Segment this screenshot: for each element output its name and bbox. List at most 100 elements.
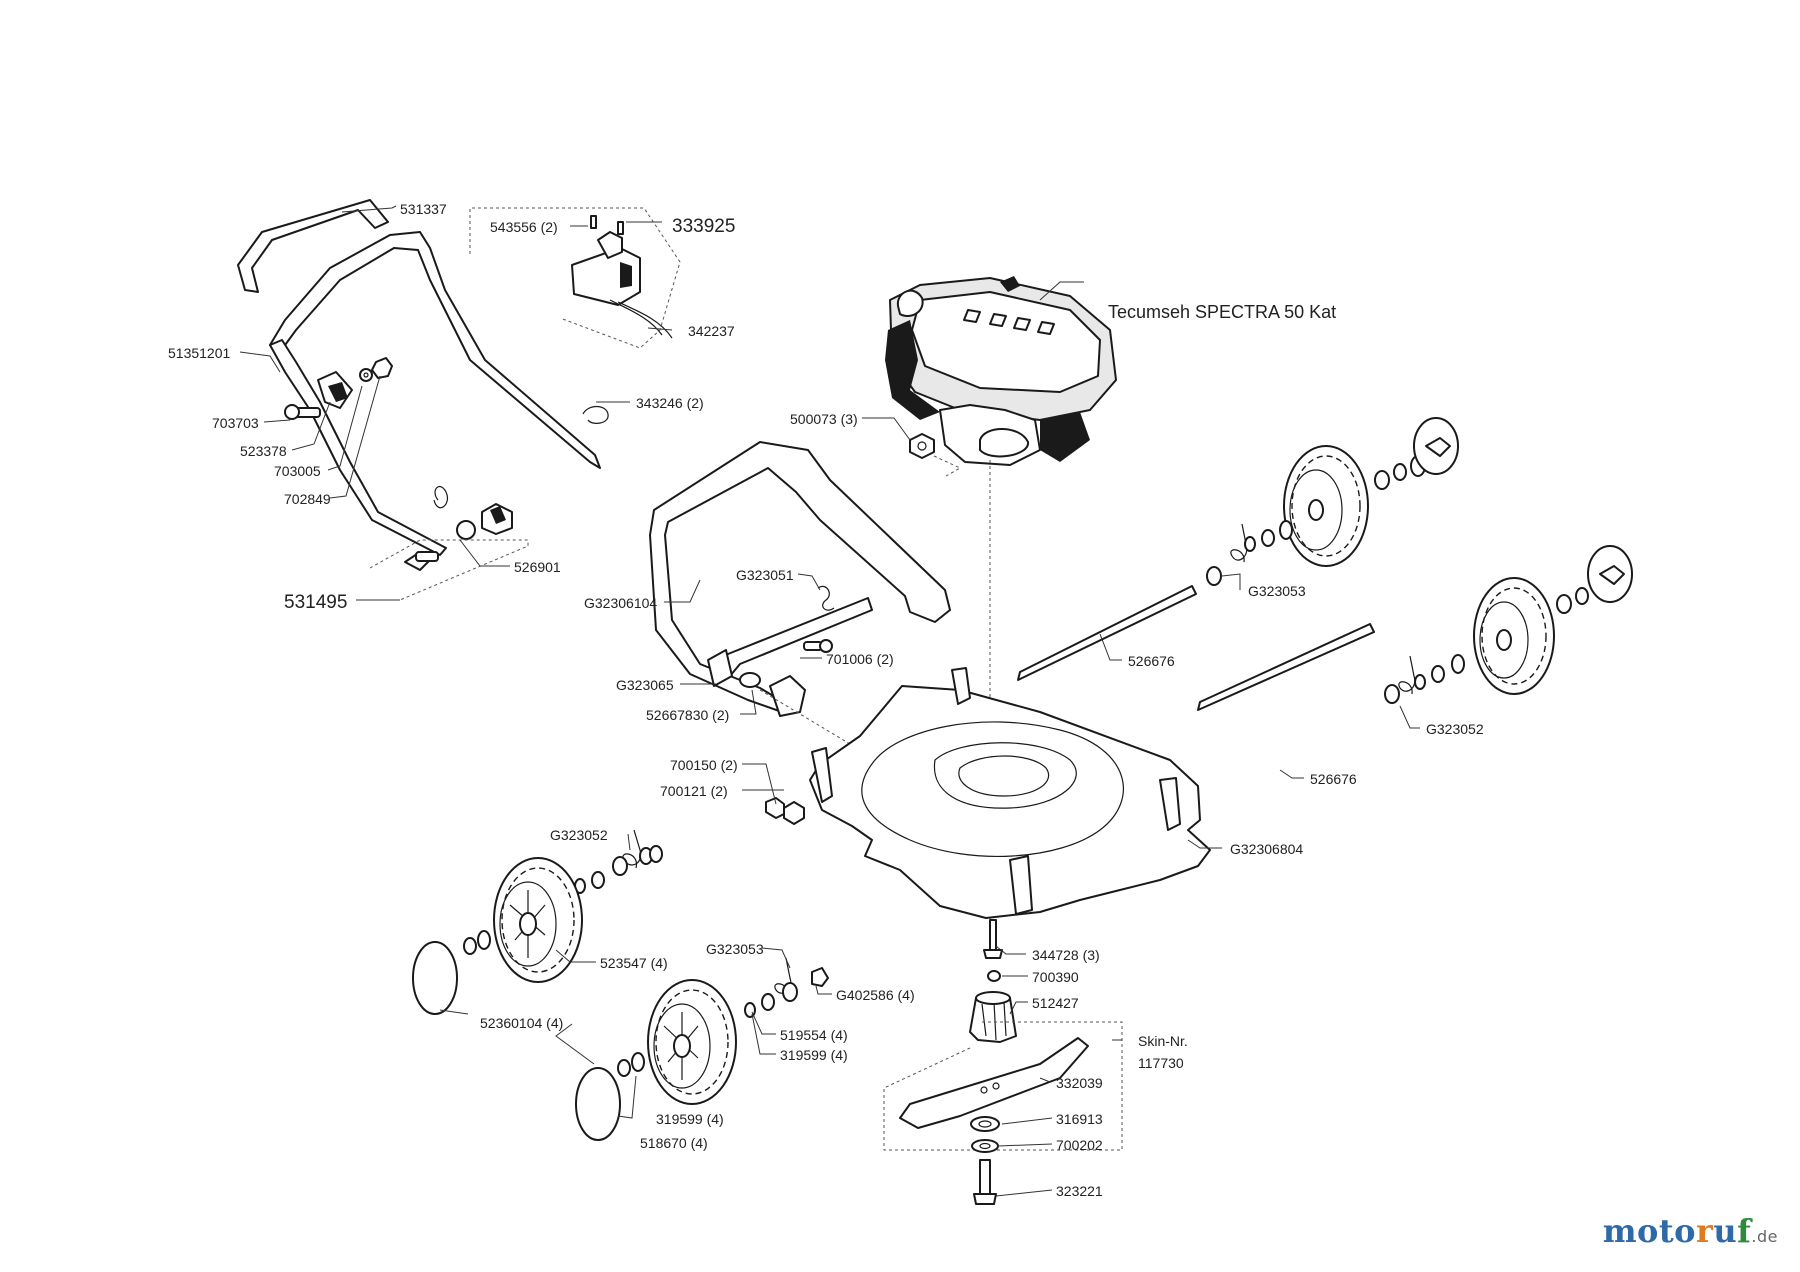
- label-518670: 518670 (4): [640, 1135, 708, 1151]
- throttle-lever-333925: [571, 231, 673, 339]
- label-G323053-right: G323053: [1248, 583, 1306, 599]
- label-543556: 543556 (2): [490, 219, 558, 235]
- label-52360104: 52360104 (4): [480, 1015, 563, 1031]
- washer-703005: [359, 368, 373, 382]
- label-344728: 344728 (3): [1032, 947, 1100, 963]
- label-519554: 519554 (4): [780, 1027, 848, 1043]
- front-hubcap-lower: [575, 1067, 621, 1141]
- handle-bolt-703703: [284, 404, 321, 420]
- part-labels: Tecumseh SPECTRA 50 Kat 531337 543556 (2…: [168, 201, 1484, 1199]
- spring-G323052-left: [612, 829, 642, 876]
- label-G32306104: G32306104: [584, 595, 657, 611]
- label-702849: 702849: [284, 491, 331, 507]
- label-526901: 526901: [514, 559, 561, 575]
- spring-G323051: [817, 585, 835, 611]
- spring-G323052-right: [1384, 655, 1416, 704]
- rear-washers-lower: [1414, 587, 1589, 690]
- blade-washer-316913: [970, 1116, 1000, 1132]
- skin-group-box: [883, 1021, 1123, 1151]
- handle-clamp-523378: [317, 371, 353, 409]
- label-342237: 342237: [688, 323, 735, 339]
- label-523378: 523378: [240, 443, 287, 459]
- nut-500073: [909, 433, 935, 459]
- screw-543556: [590, 215, 624, 235]
- front-wheel-upper: [493, 857, 583, 983]
- label-skin-nr: Skin-Nr.: [1138, 1033, 1188, 1049]
- label-343246: 343246 (2): [636, 395, 704, 411]
- label-323221: 323221: [1056, 1183, 1103, 1199]
- control-bail-G32306104: [649, 441, 951, 717]
- rear-hubcap-lower: [1587, 545, 1633, 603]
- rear-wheel-upper: [1283, 445, 1369, 567]
- label-319599-upper: 319599 (4): [780, 1047, 848, 1063]
- mower-deck-G32306804: [809, 667, 1211, 919]
- front-washers-upper-outer: [463, 930, 491, 955]
- label-G323052-right: G323052: [1426, 721, 1484, 737]
- deck-bolt-344728: [983, 919, 1003, 959]
- axle-526676-lower: [1197, 623, 1375, 711]
- link-G323065: [707, 597, 873, 687]
- spring-G323053-left: [774, 957, 798, 1002]
- blade-bolt-323221: [973, 1159, 997, 1205]
- label-319599-lower: 319599 (4): [656, 1111, 724, 1127]
- label-700150: 700150 (2): [670, 757, 738, 773]
- label-512427: 512427: [1032, 995, 1079, 1011]
- blade-332039: [899, 1037, 1089, 1129]
- label-700202: 700202: [1056, 1137, 1103, 1153]
- nut-702849: [371, 357, 393, 379]
- logo-r: r: [1696, 1212, 1714, 1250]
- label-G32306804: G32306804: [1230, 841, 1303, 857]
- motoruf-logo: motoruf.de: [1603, 1212, 1778, 1250]
- nut-500073-axis: [933, 455, 962, 477]
- label-117730: 117730: [1138, 1055, 1184, 1071]
- logo-main: moto: [1602, 1212, 1697, 1250]
- label-700390: 700390: [1032, 969, 1079, 985]
- axle-526676-upper: [1017, 585, 1197, 681]
- label-526676-upper: 526676: [1128, 653, 1175, 669]
- label-332039: 332039: [1056, 1075, 1103, 1091]
- label-G402586: G402586 (4): [836, 987, 915, 1003]
- logo-tld: .de: [1751, 1227, 1778, 1246]
- label-316913: 316913: [1056, 1111, 1103, 1127]
- engine-label: Tecumseh SPECTRA 50 Kat: [1108, 302, 1336, 322]
- label-700121: 700121 (2): [660, 783, 728, 799]
- leader-lines: [239, 205, 1420, 1197]
- throttle-group-box: [469, 207, 681, 349]
- engine-tecumseh: [885, 276, 1117, 466]
- deck-nut-700150: [765, 797, 805, 825]
- rear-washers-upper: [1244, 455, 1426, 552]
- label-526676-lower: 526676: [1310, 771, 1357, 787]
- label-500073: 500073 (3): [790, 411, 858, 427]
- label-G323065: G323065: [616, 677, 674, 693]
- lower-handle-bar: [269, 339, 447, 556]
- label-703703: 703703: [212, 415, 259, 431]
- bushing-52667830: [739, 672, 761, 688]
- bail-mount-axis: [759, 689, 861, 751]
- washer-700390: [987, 970, 1001, 982]
- label-G323053-left: G323053: [706, 941, 764, 957]
- label-531337: 531337: [400, 201, 447, 217]
- label-G323052-left: G323052: [550, 827, 608, 843]
- label-51351201: 51351201: [168, 345, 231, 361]
- label-333925: 333925: [672, 216, 735, 237]
- rear-wheel-lower: [1473, 577, 1555, 695]
- knob-group-box: [369, 539, 529, 601]
- bolt-701006: [803, 639, 833, 653]
- handle-knob-531495: [404, 486, 513, 571]
- front-hubcap-upper: [412, 941, 458, 1015]
- front-wheel-lower: [647, 979, 737, 1105]
- label-52667830: 52667830 (2): [646, 707, 729, 723]
- washer-700202: [971, 1139, 999, 1153]
- label-G323051: G323051: [736, 567, 794, 583]
- label-703005: 703005: [274, 463, 321, 479]
- logo-u: u: [1713, 1212, 1738, 1250]
- upper-handle-bar: [237, 199, 601, 469]
- label-701006: 701006 (2): [826, 651, 894, 667]
- blade-adapter-512427: [969, 991, 1017, 1043]
- label-523547: 523547 (4): [600, 955, 668, 971]
- rear-hubcap-upper: [1413, 417, 1459, 475]
- label-531495: 531495: [284, 592, 347, 613]
- front-washers-lower-outer: [617, 1052, 645, 1077]
- cable-clip-343246: [582, 405, 609, 424]
